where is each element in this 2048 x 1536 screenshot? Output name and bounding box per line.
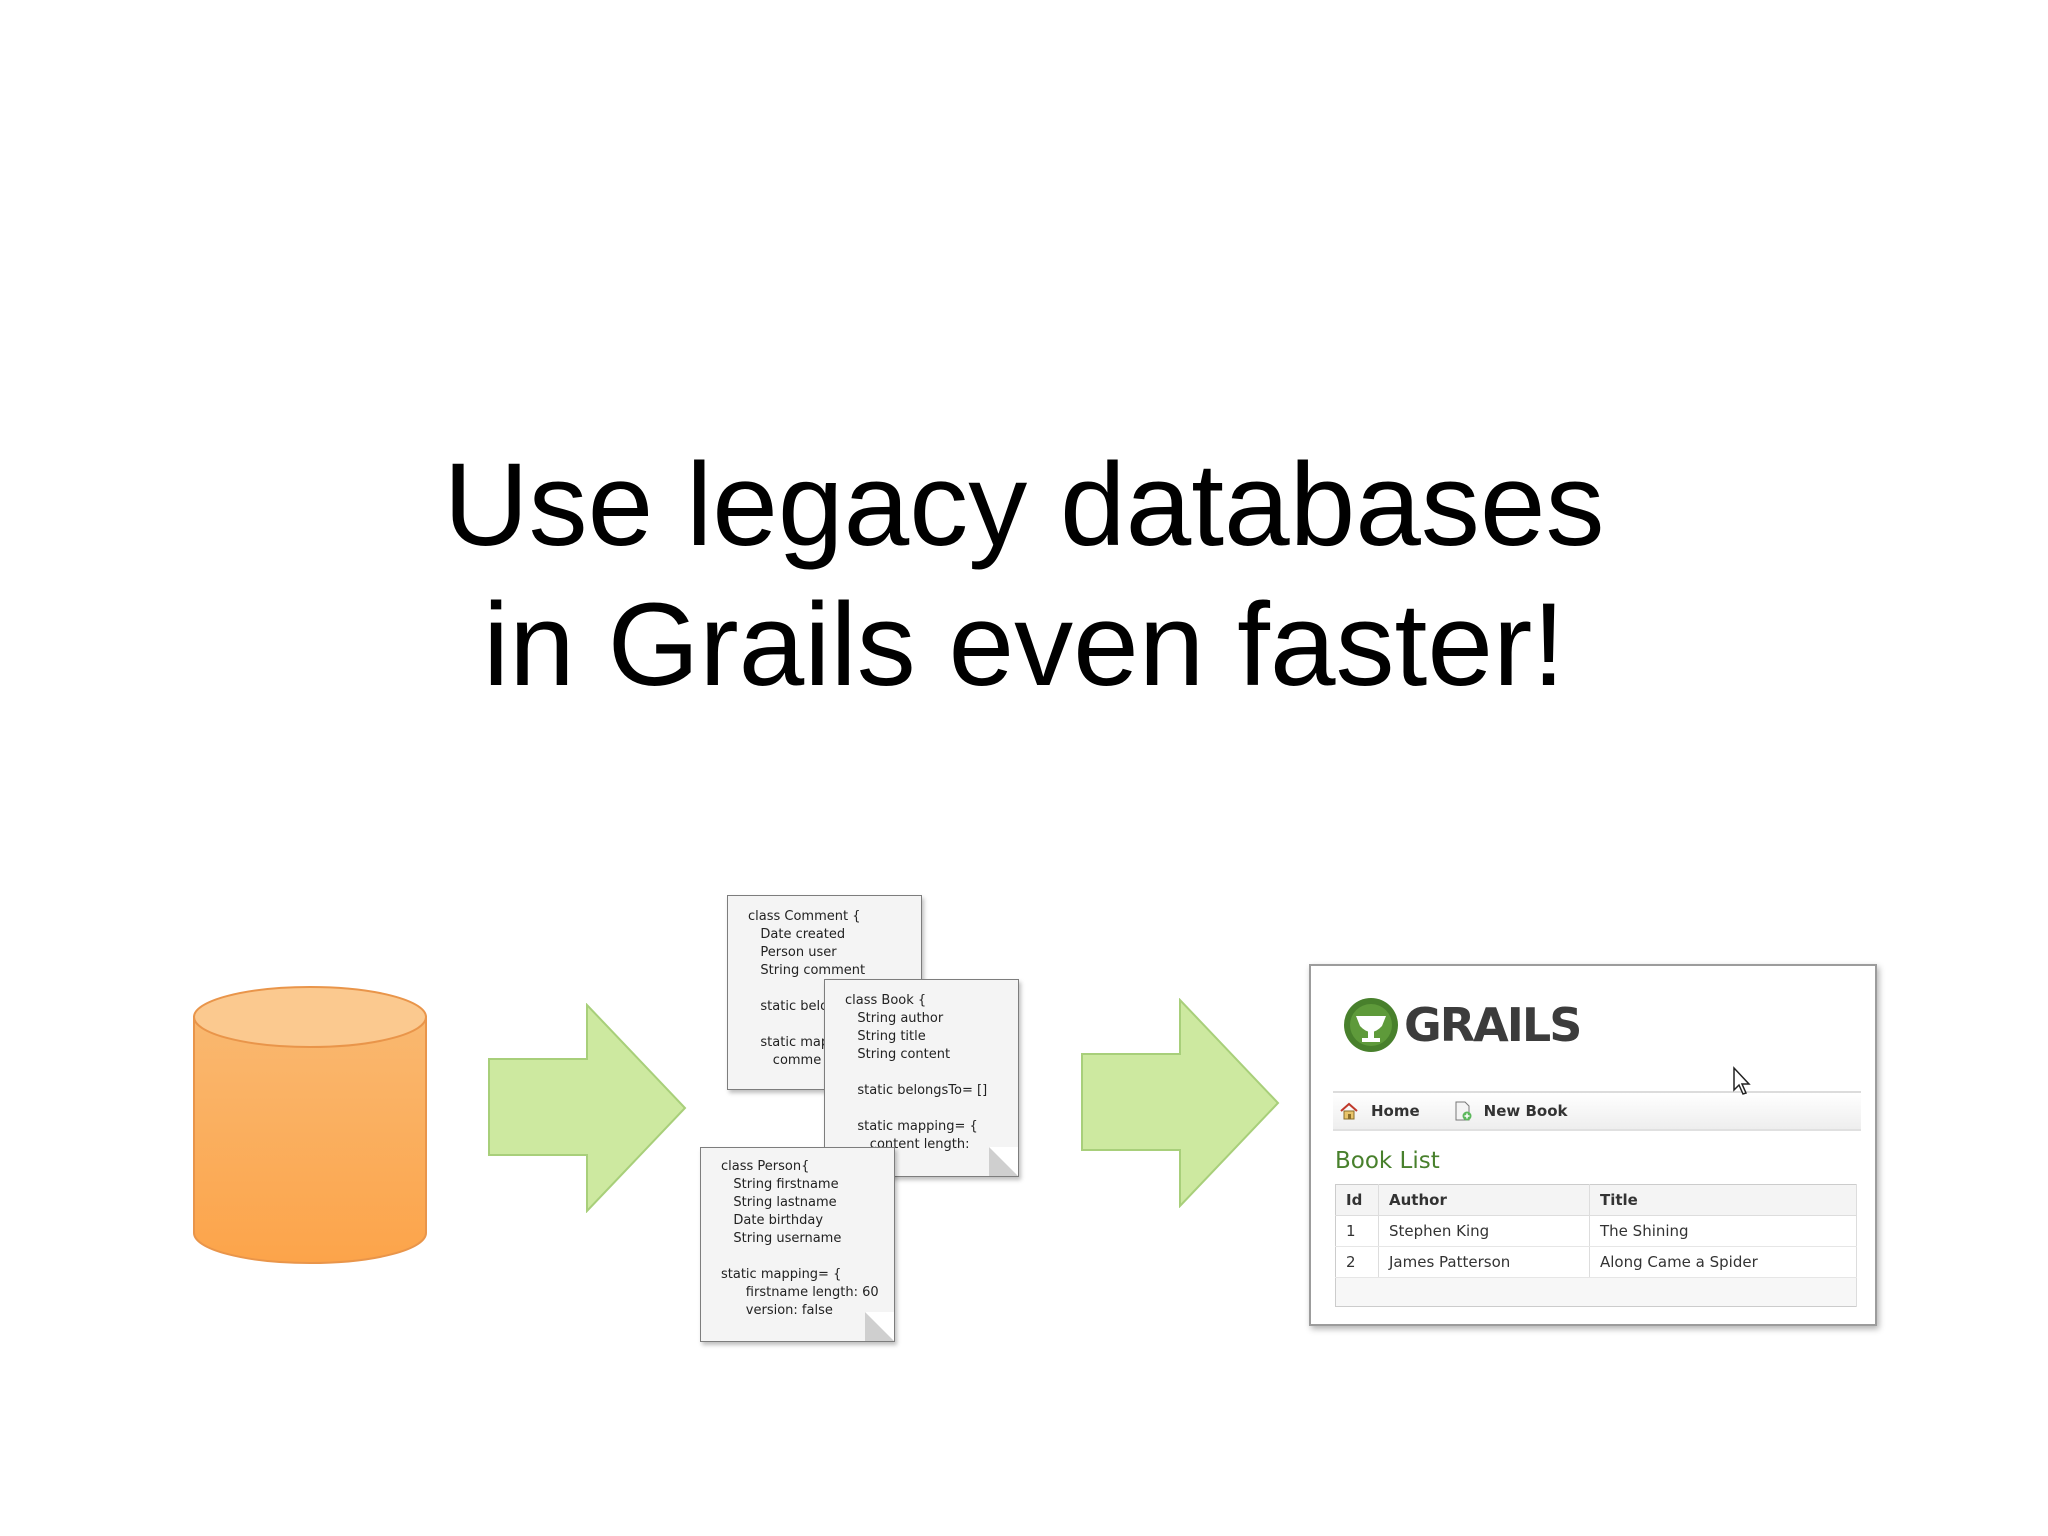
mouse-cursor-icon: [1733, 1066, 1751, 1095]
nav-new-book-label: New Book: [1483, 1102, 1568, 1120]
grails-logo-text: GRAILS: [1404, 998, 1582, 1052]
book-list-heading: Book List: [1335, 1148, 1440, 1174]
right-arrow-icon: [1081, 998, 1280, 1208]
column-header-author[interactable]: Author: [1378, 1184, 1590, 1216]
column-header-id[interactable]: Id: [1335, 1184, 1379, 1216]
grails-logo: GRAILS: [1342, 996, 1582, 1054]
book-table: Id Author Title 1 Stephen King The Shini…: [1335, 1184, 1857, 1307]
nav-new-book[interactable]: New Book: [1454, 1101, 1568, 1121]
column-header-title[interactable]: Title: [1589, 1184, 1857, 1216]
code-file-book-text: class Book { String author String title …: [845, 993, 988, 1152]
new-document-icon: [1455, 1101, 1472, 1121]
table-cell-author: James Patterson: [1378, 1246, 1590, 1278]
home-icon: [1340, 1102, 1358, 1120]
table-cell-title: The Shining: [1589, 1215, 1857, 1247]
table-cell-id[interactable]: 2: [1335, 1246, 1379, 1278]
table-footer-cell: [1335, 1277, 1857, 1307]
grails-app-window: GRAILS Home New Book Book List Id Author: [1309, 964, 1877, 1326]
page-fold-icon: [865, 1312, 894, 1341]
nav-home-label: Home: [1371, 1102, 1420, 1120]
table-cell-title: Along Came a Spider: [1589, 1246, 1857, 1278]
slide-title-line-1: Use legacy databases: [443, 439, 1605, 571]
database-icon: [193, 986, 427, 1264]
code-file-person-text: class Person{ String firstname String la…: [721, 1159, 879, 1318]
code-file-comment-text: class Comment { Date created Person user…: [748, 909, 866, 1068]
grails-cup-icon: [1344, 998, 1398, 1052]
table-header-row: Id Author Title: [1335, 1184, 1857, 1216]
slide-title: Use legacy databases in Grails even fast…: [0, 435, 2048, 715]
table-row: 2 James Patterson Along Came a Spider: [1335, 1246, 1857, 1278]
table-footer-row: [1335, 1277, 1857, 1307]
right-arrow-icon: [488, 1003, 687, 1213]
code-file-person: class Person{ String firstname String la…: [700, 1147, 895, 1342]
page-fold-icon: [989, 1147, 1018, 1176]
grails-nav-bar: Home New Book: [1333, 1091, 1861, 1131]
table-row: 1 Stephen King The Shining: [1335, 1215, 1857, 1247]
code-file-book: class Book { String author String title …: [824, 979, 1019, 1177]
table-cell-id[interactable]: 1: [1335, 1215, 1379, 1247]
table-cell-author: Stephen King: [1378, 1215, 1590, 1247]
slide-title-line-2: in Grails even faster!: [482, 579, 1566, 711]
nav-home[interactable]: Home: [1339, 1102, 1420, 1120]
